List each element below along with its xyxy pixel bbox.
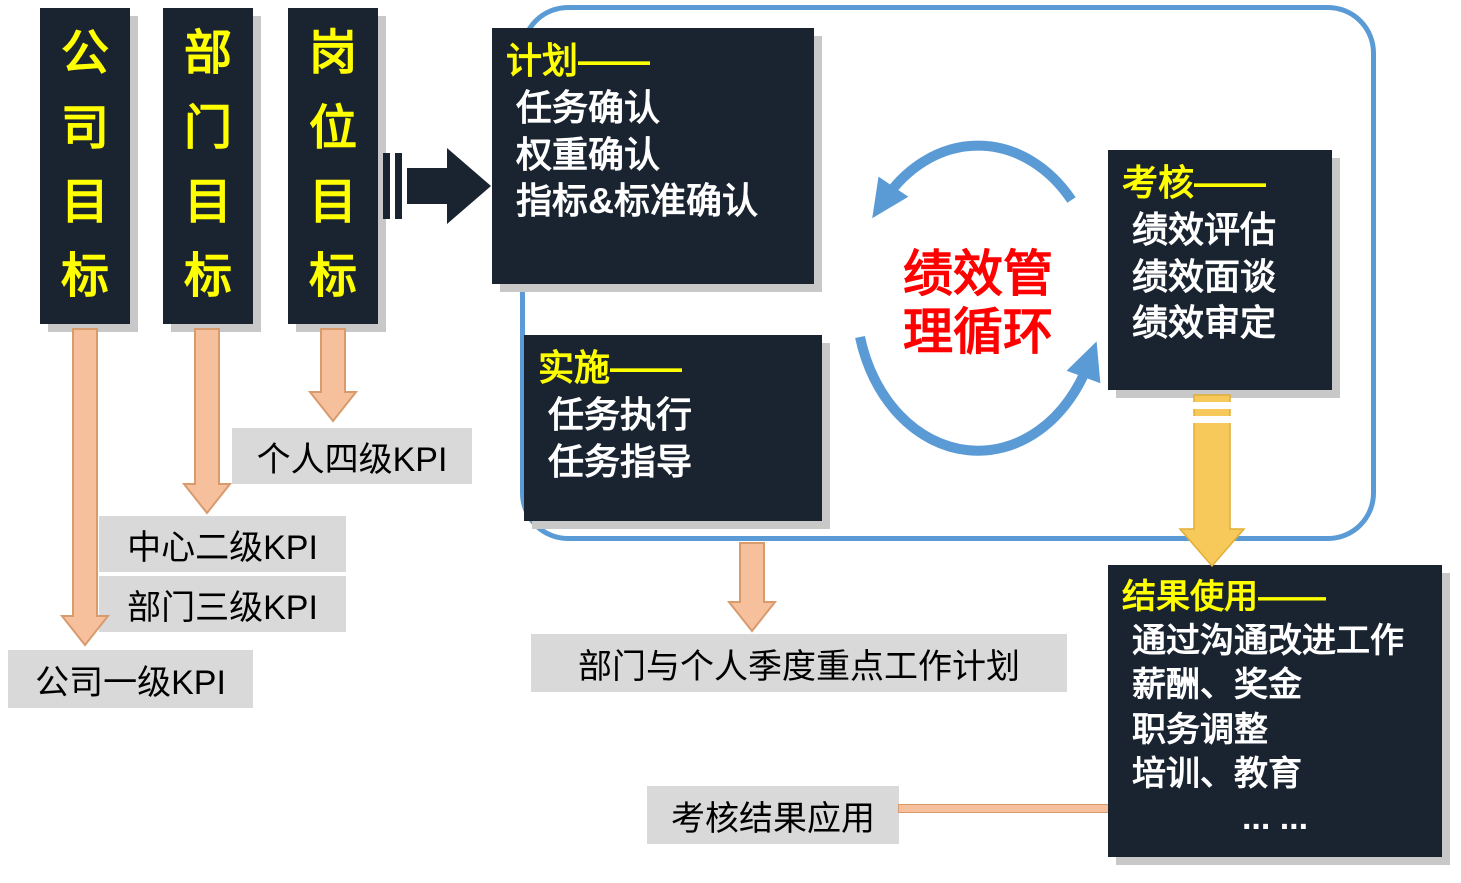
arrow-department-to-kpi: [181, 328, 233, 515]
goal-box-company: 公司目标: [40, 8, 130, 324]
result-box-title: 结果使用——: [1122, 578, 1326, 616]
result-box-item: 职务调整: [1132, 710, 1268, 749]
result-application-label-text: 考核结果应用: [671, 799, 875, 838]
arrow-position-to-kpi: [307, 328, 359, 423]
result-box-item: 培训、教育: [1132, 754, 1302, 793]
plan-box-item: 任务确认: [516, 86, 661, 128]
cycle-caption-line2: 理循环: [903, 303, 1053, 360]
assess-box-item: 绩效面谈: [1132, 255, 1277, 297]
plan-box: 计划—— 任务确认 权重确认 指标&标准确认: [492, 28, 814, 284]
plan-box-item: 权重确认: [516, 133, 661, 175]
assess-box: 考核—— 绩效评估 绩效面谈 绩效审定: [1108, 150, 1332, 390]
arrow-company-to-kpi: [59, 328, 111, 647]
arrow-goals-to-plan: [383, 148, 491, 224]
result-box-item: 通过沟通改进工作: [1132, 622, 1404, 661]
kpi-label-dept-level3-text: 部门三级KPI: [127, 588, 318, 627]
implement-box: 实施—— 任务执行 任务指导: [524, 335, 822, 521]
implement-box-title: 实施——: [538, 347, 683, 388]
arrow-assess-to-result: [1178, 394, 1246, 568]
kpi-label-company-level1: 公司一级KPI: [8, 650, 253, 708]
goal-box-position-label: 岗位目标: [309, 27, 358, 304]
implement-box-item: 任务指导: [548, 440, 693, 482]
goal-box-department: 部门目标: [163, 8, 253, 324]
implement-box-item: 任务执行: [548, 393, 693, 435]
assess-box-item: 绩效审定: [1132, 302, 1277, 344]
kpi-label-personal-level4: 个人四级KPI: [232, 428, 472, 484]
assess-box-title: 考核——: [1122, 162, 1267, 203]
result-box-item: 薪酬、奖金: [1132, 666, 1302, 705]
plan-box-title: 计划——: [506, 40, 651, 81]
cycle-caption-line1: 绩效管: [903, 246, 1053, 302]
cycle-caption: 绩效管 理循环: [856, 246, 1100, 361]
goal-box-company-label: 公司目标: [61, 27, 110, 304]
connector-result-application-to-result-box: [898, 804, 1110, 813]
plan-box-item: 指标&标准确认: [516, 180, 758, 222]
kpi-label-personal-level4-text: 个人四级KPI: [256, 440, 448, 479]
kpi-label-dept-level3: 部门三级KPI: [99, 576, 346, 632]
quarterly-plan-label-text: 部门与个人季度重点工作计划: [578, 647, 1020, 686]
quarterly-plan-label: 部门与个人季度重点工作计划: [531, 634, 1067, 692]
kpi-label-center-level2: 中心二级KPI: [99, 516, 346, 572]
goal-box-department-label: 部门目标: [184, 27, 233, 304]
goal-box-position: 岗位目标: [288, 8, 378, 324]
result-box: 结果使用—— 通过沟通改进工作 薪酬、奖金 职务调整 培训、教育 ... ...: [1108, 565, 1442, 857]
arrow-cycle-to-quarterly-plan: [726, 542, 778, 633]
result-application-label: 考核结果应用: [647, 786, 899, 844]
assess-box-item: 绩效评估: [1132, 208, 1277, 250]
cycle-circular-arrows-icon: [855, 140, 1101, 456]
result-box-item: ... ...: [1241, 798, 1309, 837]
kpi-label-center-level2-text: 中心二级KPI: [127, 528, 318, 567]
kpi-label-company-level1-text: 公司一级KPI: [35, 663, 226, 702]
